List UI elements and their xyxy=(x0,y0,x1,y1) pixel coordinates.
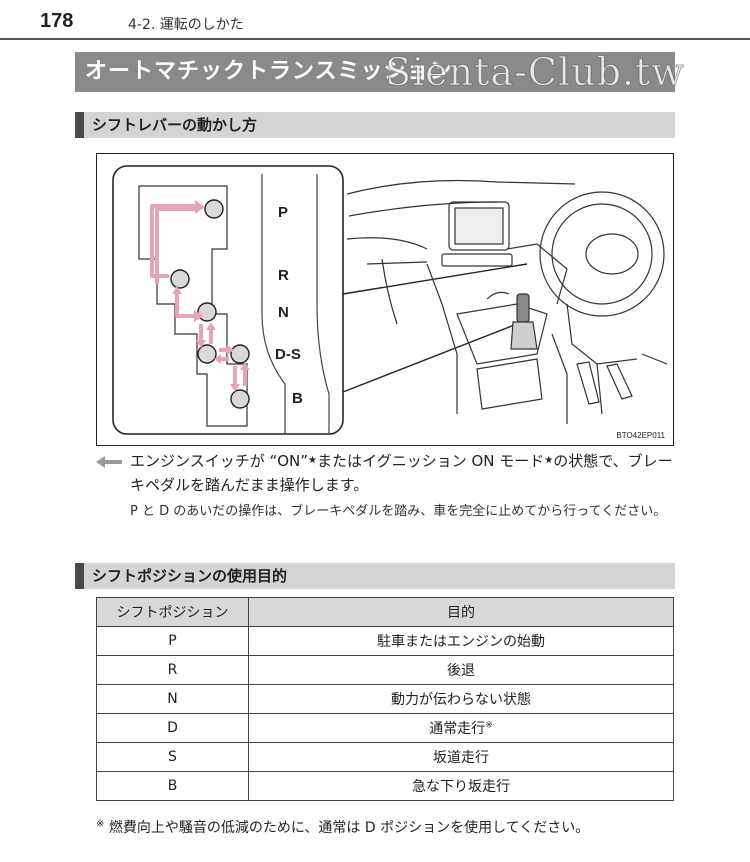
operation-note: エンジンスイッチが “ON”★またはイグニッション ON モード★の状態で、ブレ… xyxy=(130,452,673,494)
purpose-cell: 駐車またはエンジンの始動 xyxy=(248,626,674,656)
page-number: 178 xyxy=(40,10,74,32)
shift-label-d-s: D-S xyxy=(275,346,301,363)
purpose-cell: 急な下り坂走行 xyxy=(248,771,674,801)
shift-label-r: R xyxy=(278,267,289,284)
star-mark: ★ xyxy=(544,455,554,466)
footnote-mark: ※ xyxy=(96,818,105,830)
position-cell: P xyxy=(96,626,249,656)
purpose-cell: 坂道走行 xyxy=(248,742,674,772)
position-cell: B xyxy=(96,771,249,801)
column-header-position: シフトポジション xyxy=(96,597,249,627)
position-cell: D xyxy=(96,713,249,743)
gear-knob-icon xyxy=(516,293,530,323)
figure-code: BTO42EP011 xyxy=(616,431,665,440)
shift-label-n: N xyxy=(278,304,289,321)
table-row: B 急な下り坂走行 xyxy=(96,771,674,801)
purpose-cell: 通常走行※ xyxy=(248,713,674,743)
table-row: P 駐車またはエンジンの始動 xyxy=(96,626,674,656)
star-mark: ★ xyxy=(308,455,318,466)
position-d-dot xyxy=(197,344,217,364)
position-cell: S xyxy=(96,742,249,772)
watermark: Sienta-Club.tw xyxy=(385,50,685,95)
header-rule xyxy=(0,38,750,40)
section-heading-purpose: シフトポジションの使用目的 xyxy=(75,563,675,589)
position-n-dot xyxy=(197,302,217,322)
table-row: N 動力が伝わらない状態 xyxy=(96,684,674,714)
shift-label-p: P xyxy=(278,204,289,221)
purpose-cell: 後退 xyxy=(248,655,674,685)
shift-position-table: シフトポジション 目的 P 駐車またはエンジンの始動 R 後退 N 動力が伝わら… xyxy=(96,597,674,801)
shift-lever-figure: P R N D-S B BTO42EP011 xyxy=(96,153,674,446)
shift-label-b: B xyxy=(292,390,303,407)
arrow-r-to-p xyxy=(150,204,197,278)
position-p-dot xyxy=(204,199,224,219)
purpose-cell: 動力が伝わらない状態 xyxy=(248,684,674,714)
left-arrow-icon xyxy=(96,456,122,468)
position-cell: N xyxy=(96,684,249,714)
operation-subnote: P と D のあいだの操作は、ブレーキペダルを踏み、車を完全に止めてから行ってく… xyxy=(130,504,667,519)
footnote: ※ 燃費向上や騒音の低減のために、通常は D ポジションを使用してください。 xyxy=(96,818,590,836)
column-header-purpose: 目的 xyxy=(248,597,674,627)
position-s-dot xyxy=(230,344,250,364)
note-mark: ※ xyxy=(485,720,493,731)
position-r-dot xyxy=(170,269,190,289)
position-b-dot xyxy=(230,389,250,409)
table-row: R 後退 xyxy=(96,655,674,685)
section-heading-shift-lever: シフトレバーの動かし方 xyxy=(75,112,675,138)
page-title: オートマチックトランスミッション xyxy=(75,52,675,92)
shift-lever-illustration xyxy=(112,165,668,435)
chapter-label: 4-2. 運転のしかた xyxy=(128,17,244,33)
table-row: S 坂道走行 xyxy=(96,742,674,772)
table-header-row: シフトポジション 目的 xyxy=(96,597,674,627)
position-cell: R xyxy=(96,655,249,685)
table-row: D 通常走行※ xyxy=(96,713,674,743)
